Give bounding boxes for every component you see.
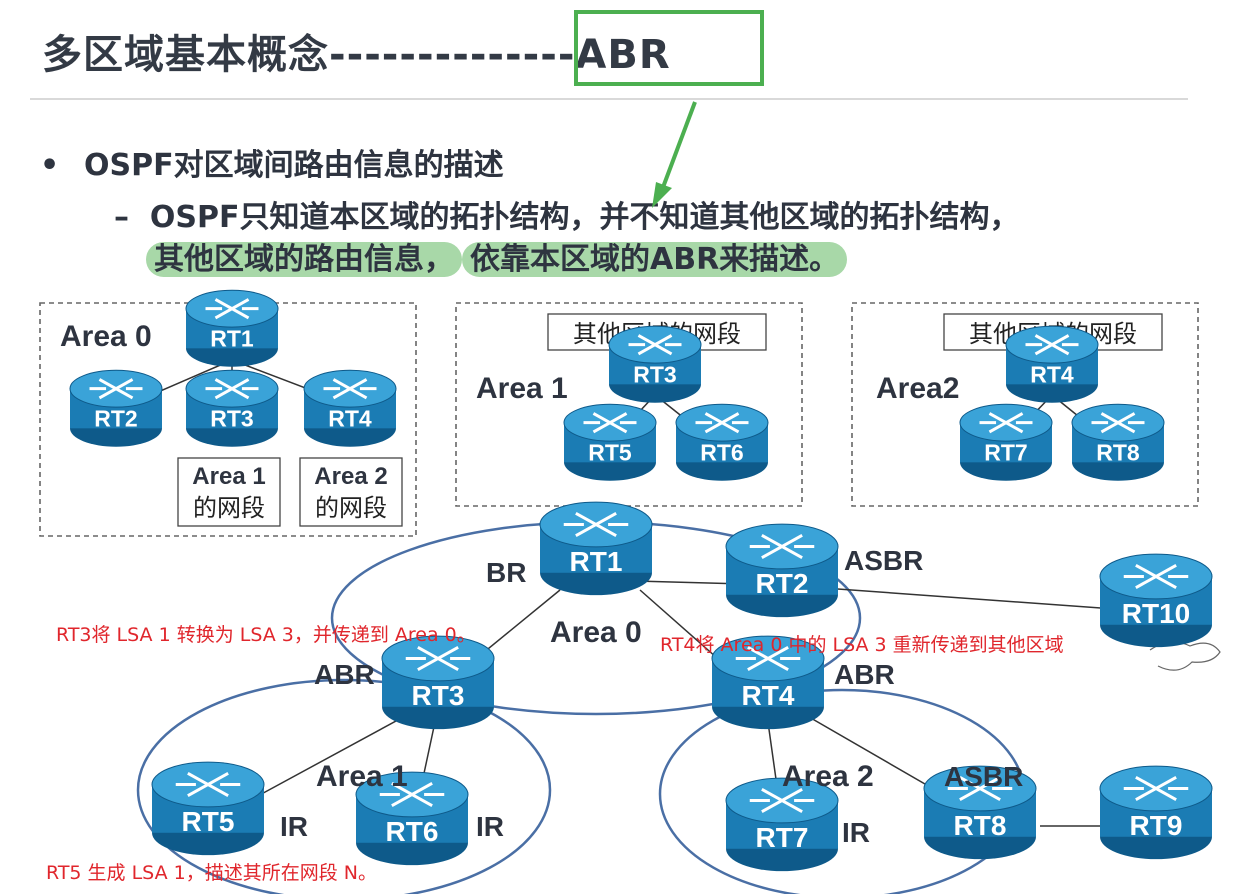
note-area1-line1: Area 1 [192,463,265,490]
topo-router-rt8: RT8 [923,765,1037,860]
topo-router-rt4: RT4 [711,635,825,730]
area1-ring [136,678,552,894]
topo-router-rt6-label: RT6 [386,816,439,847]
panel-area0 [39,302,417,537]
bullet-line: • OSPF对区域间路由信息的描述 [40,140,504,184]
panel1-router-rt5: RT5 [563,403,657,481]
topo-router-rt10: RT10 [1099,553,1213,648]
note-area1-line2: 的网段 [193,495,265,522]
sub-dash: – [114,200,129,235]
panel1-router-rt3: RT3 [608,325,702,403]
annotation-rt4: RT4将 Area 0 中的 LSA 3 重新传递到其他区域 [660,634,1064,656]
panel-area2-label: Area2 [876,372,959,405]
panel0-router-rt2: RT2 [69,369,163,447]
sub-line1-text: OSPF只知道本区域的拓扑结构，并不知道其他区域的拓扑结构， [149,200,1020,235]
abr-frame [574,10,764,86]
note-area2-line1: Area 2 [314,463,387,490]
panel0-router-rt4: RT4 [303,369,397,447]
panel1-router-rt6: RT6 [675,403,769,481]
title-abr: ABR [575,32,671,78]
panel0-router-rt3-label: RT3 [210,405,253,431]
topo-area1-label: Area 1 [316,760,408,793]
panel0-router-rt1-label: RT1 [210,325,254,351]
panel0-router-rt2-label: RT2 [94,405,137,431]
panel0-router-rt3: RT3 [185,369,279,447]
highlight-abr-describes: 依靠本区域的ABR来描述。 [462,242,848,277]
role-abr-rt4: ABR [834,659,895,690]
title-main: 多区域基本概念 [42,32,329,78]
topo-router-rt1: RT1 [539,501,653,596]
panel0-router-rt4-label: RT4 [328,405,372,431]
topo-router-rt5: RT5 [151,761,265,856]
panel-area1-label: Area 1 [476,372,568,405]
panel2-router-rt7-label: RT7 [984,439,1027,465]
topo-router-rt3-label: RT3 [412,680,465,711]
topo-router-rt7-label: RT7 [756,822,809,853]
role-abr-rt3: ABR [314,659,375,690]
topo-router-rt7: RT7 [725,777,839,872]
panel2-router-rt4: RT4 [1005,325,1099,403]
panel1-router-rt6-label: RT6 [700,439,743,465]
topo-router-rt2-label: RT2 [756,568,809,599]
page-title: 多区域基本概念--------------ABR [42,22,671,80]
abr-arrow-head [652,182,672,208]
panel2-router-rt8-label: RT8 [1096,439,1140,465]
panel1-router-rt3-label: RT3 [633,361,676,387]
annotation-rt3: RT3将 LSA 1 转换为 LSA 3，并传递到 Area 0。 [56,624,476,646]
panel0-router-rt1: RT1 [185,289,279,367]
abr-arrow-line [660,101,697,191]
topo-router-rt1-label: RT1 [570,546,623,577]
panel1-router-rt5-label: RT5 [588,439,632,465]
panel2-router-rt7: RT7 [959,403,1053,481]
role-ir-rt7: IR [842,817,870,848]
topo-router-rt6: RT6 [355,771,469,866]
note-area2-line2: 的网段 [315,495,387,522]
topo-router-rt9-label: RT9 [1130,810,1183,841]
highlight-other-area-routes: 其他区域的路由信息， [146,242,462,277]
topo-area0-label: Area 0 [550,616,642,649]
topo-router-rt5-label: RT5 [182,806,235,837]
role-asbr-rt8: ASBR [944,761,1023,792]
sub-line-1: – OSPF只知道本区域的拓扑结构，并不知道其他区域的拓扑结构， [114,192,1019,236]
note-area2-segment [299,457,403,527]
bullet-text: OSPF对区域间路由信息的描述 [84,148,504,183]
role-asbr-rt2: ASBR [844,545,923,576]
topo-router-rt2: RT2 [725,523,839,618]
topo-area2-label: Area 2 [782,760,874,793]
title-dashes: -------------- [329,32,576,78]
bullet-marker: • [40,148,60,183]
sub-line-2: 其他区域的路由信息，依靠本区域的ABR来描述。 [146,234,848,278]
role-br: BR [486,557,526,588]
topo-router-rt3: RT3 [381,635,495,730]
topo-router-rt8-label: RT8 [954,810,1007,841]
role-ir-rt5: IR [280,811,308,842]
panel2-router-rt4-label: RT4 [1030,361,1074,387]
annotation-rt5: RT5 生成 LSA 1，描述其所在网段 N。 [46,862,377,884]
topo-router-rt9: RT9 [1099,765,1213,860]
note-area1-segment [177,457,281,527]
role-ir-rt6: IR [476,811,504,842]
panel2-router-rt8: RT8 [1071,403,1165,481]
panel-area2 [851,302,1199,507]
topo-router-rt4-label: RT4 [742,680,795,711]
title-divider [30,98,1188,100]
panel-area0-label: Area 0 [60,320,152,353]
topo-router-rt10-label: RT10 [1122,598,1190,629]
